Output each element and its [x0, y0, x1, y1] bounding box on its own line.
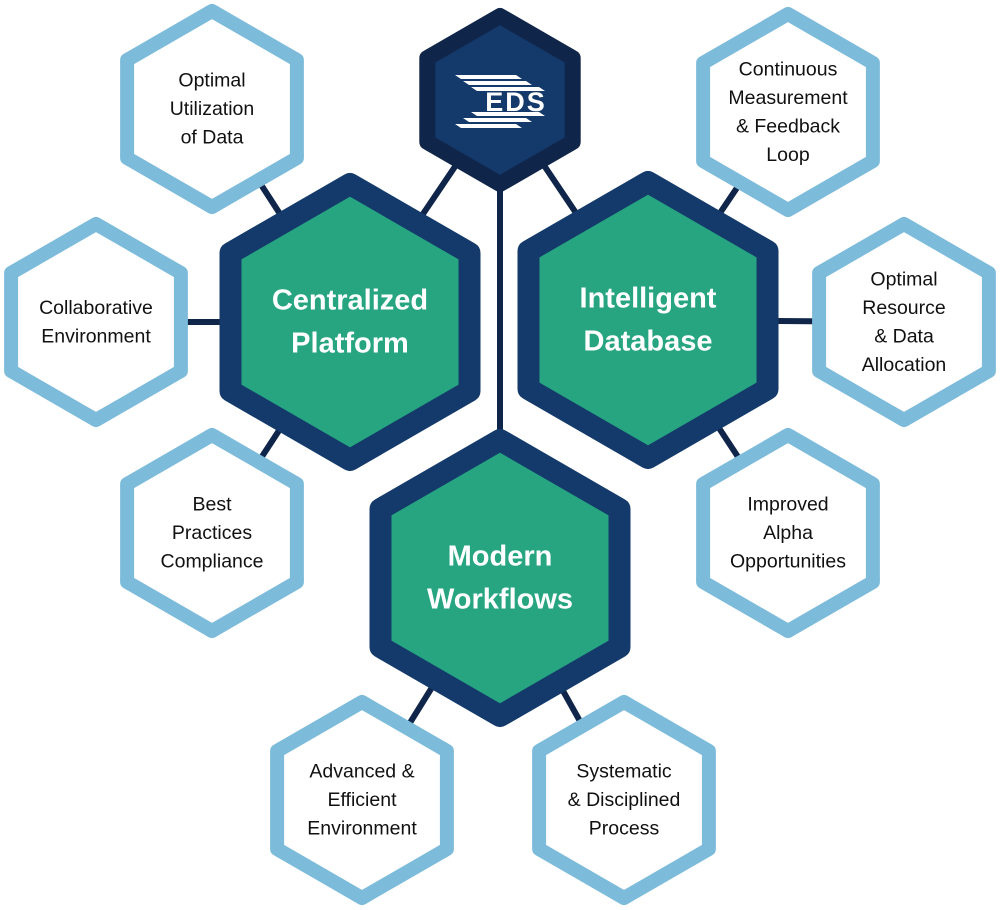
benefit-label-line: & Data	[874, 325, 934, 347]
benefit-label-line: Measurement	[728, 87, 848, 109]
benefit-label-line: Compliance	[161, 551, 264, 573]
eds-logo-stripes-icon	[455, 75, 545, 128]
benefit-label-line: Utilization	[170, 98, 255, 120]
benefit-hex-shape	[532, 695, 716, 905]
core-label-line: Workflows	[427, 584, 573, 616]
logo-hex-shape	[419, 8, 581, 192]
core-label-line: Centralized	[272, 285, 428, 317]
benefit-label-line: Continuous	[739, 58, 838, 80]
benefit-hex-shape	[696, 428, 880, 638]
core-label-line: Database	[584, 326, 713, 358]
benefit-label-line: Allocation	[862, 354, 947, 376]
benefit-label-line: Optimal	[178, 70, 245, 92]
benefit-hex-shape	[120, 4, 304, 214]
benefit-label-line: & Feedback	[736, 115, 840, 137]
benefit-label-line: of Data	[181, 127, 244, 149]
eds-logo-hex: EDS	[419, 8, 581, 192]
benefit-label-line: Resource	[862, 297, 945, 319]
core-hex-shape	[517, 171, 779, 469]
benefit-label-line: Practices	[172, 522, 252, 544]
benefit-label-line: Improved	[747, 494, 828, 516]
benefit-hex-shape	[696, 7, 880, 217]
benefit-hex-shape	[270, 695, 454, 905]
benefit-label-line: Alpha	[763, 522, 813, 544]
core-label-line: Modern	[448, 541, 553, 573]
benefit-label-line: Collaborative	[39, 297, 153, 319]
benefit-label-line: Process	[589, 818, 660, 840]
benefit-label-line: Loop	[766, 144, 810, 166]
core-label-line: Intelligent	[580, 283, 717, 315]
core-label-line: Platform	[291, 328, 409, 360]
benefit-label-line: & Disciplined	[568, 789, 681, 811]
benefit-label-line: Advanced &	[309, 761, 414, 783]
benefit-label-line: Systematic	[576, 761, 672, 783]
benefit-label-line: Opportunities	[730, 551, 846, 573]
benefit-hex-shape	[4, 217, 188, 427]
benefit-hex-shape	[812, 217, 996, 427]
benefit-label-line: Optimal	[870, 268, 937, 290]
core-hex-shape	[219, 173, 481, 471]
benefit-label-line: Environment	[41, 325, 151, 347]
eds-logo-text: EDS	[485, 87, 547, 117]
benefit-hex-shape	[120, 428, 304, 638]
benefit-label-line: Best	[192, 494, 232, 516]
core-hex-shape	[369, 429, 631, 727]
benefit-label-line: Environment	[307, 818, 417, 840]
benefit-label-line: Efficient	[327, 789, 397, 811]
